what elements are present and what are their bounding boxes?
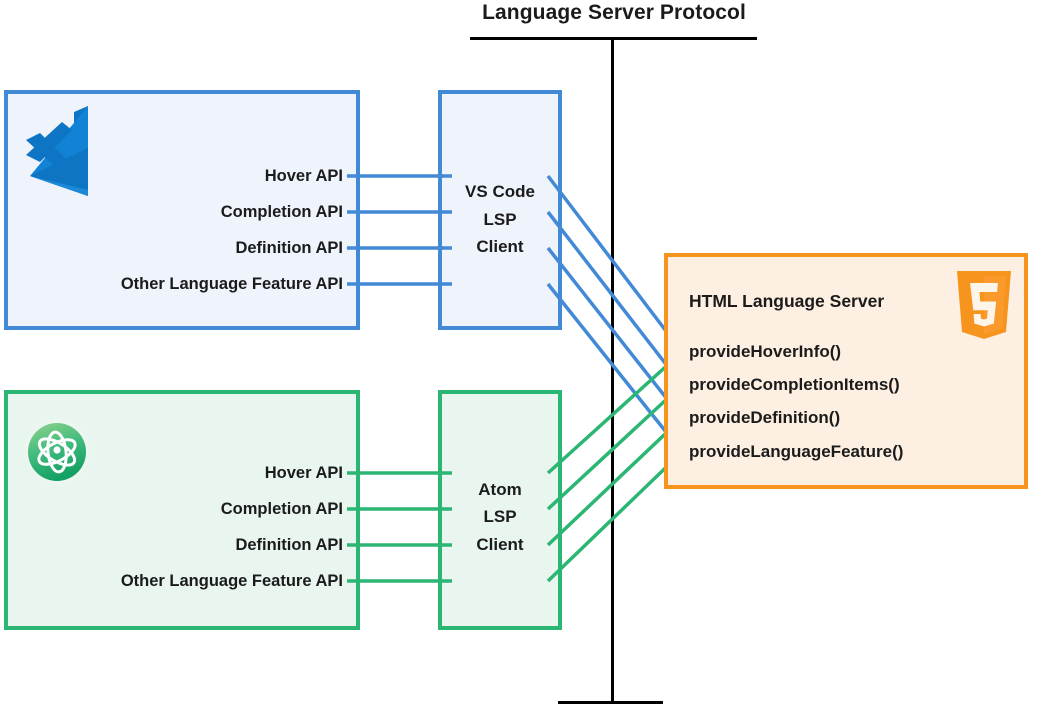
atom-lsp-client-line-1: Atom (478, 480, 522, 499)
vscode-to-server-links (546, 174, 684, 454)
atom-api-label-hover: Hover API (264, 464, 343, 482)
atom-api-label-completion: Completion API (220, 500, 343, 518)
vscode-lsp-client-line-2: LSP (483, 210, 517, 229)
vscode-lsp-client-box (438, 90, 562, 330)
html-language-server-title: HTML Language Server (689, 291, 885, 311)
atom-lsp-client-box (438, 390, 562, 630)
vscode-lsp-client-line-3: Client (476, 237, 524, 256)
atom-link-hover (546, 350, 684, 475)
vscode-api-label-other: Other Language Feature API (120, 275, 343, 293)
vscode-api-label-hover: Hover API (264, 167, 343, 185)
vscode-link-completion (546, 210, 684, 387)
server-method-provide-definition: provideDefinition() (689, 408, 841, 427)
atom-logo-icon (25, 420, 89, 484)
atom-lsp-client-line-3: Client (476, 535, 524, 554)
vscode-api-label-completion: Completion API (220, 203, 343, 221)
vscode-link-other (546, 282, 684, 454)
vscode-logo-icon (26, 106, 88, 196)
diagram-title: Language Server Protocol (482, 1, 746, 24)
vscode-link-definition (546, 246, 684, 420)
vscode-api-label-definition: Definition API (235, 239, 343, 257)
server-method-provide-language-feature: provideLanguageFeature() (689, 442, 904, 461)
atom-link-definition (546, 416, 684, 547)
server-method-provide-completion-items: provideCompletionItems() (689, 375, 900, 394)
vscode-link-hover (546, 174, 684, 354)
atom-api-connectors (347, 471, 452, 583)
server-method-provide-hover-info: provideHoverInfo() (689, 342, 842, 361)
atom-lsp-client-line-2: LSP (483, 507, 517, 526)
vscode-lsp-client-line-1: VS Code (465, 182, 535, 201)
atom-to-server-links (546, 350, 684, 583)
atom-link-other (546, 450, 684, 583)
atom-link-completion (546, 383, 684, 511)
vscode-api-connectors (347, 174, 452, 286)
lsp-axis-group (470, 37, 757, 704)
html5-logo-icon (957, 271, 1011, 339)
atom-api-label-definition: Definition API (235, 536, 343, 554)
atom-api-label-other: Other Language Feature API (120, 572, 343, 590)
